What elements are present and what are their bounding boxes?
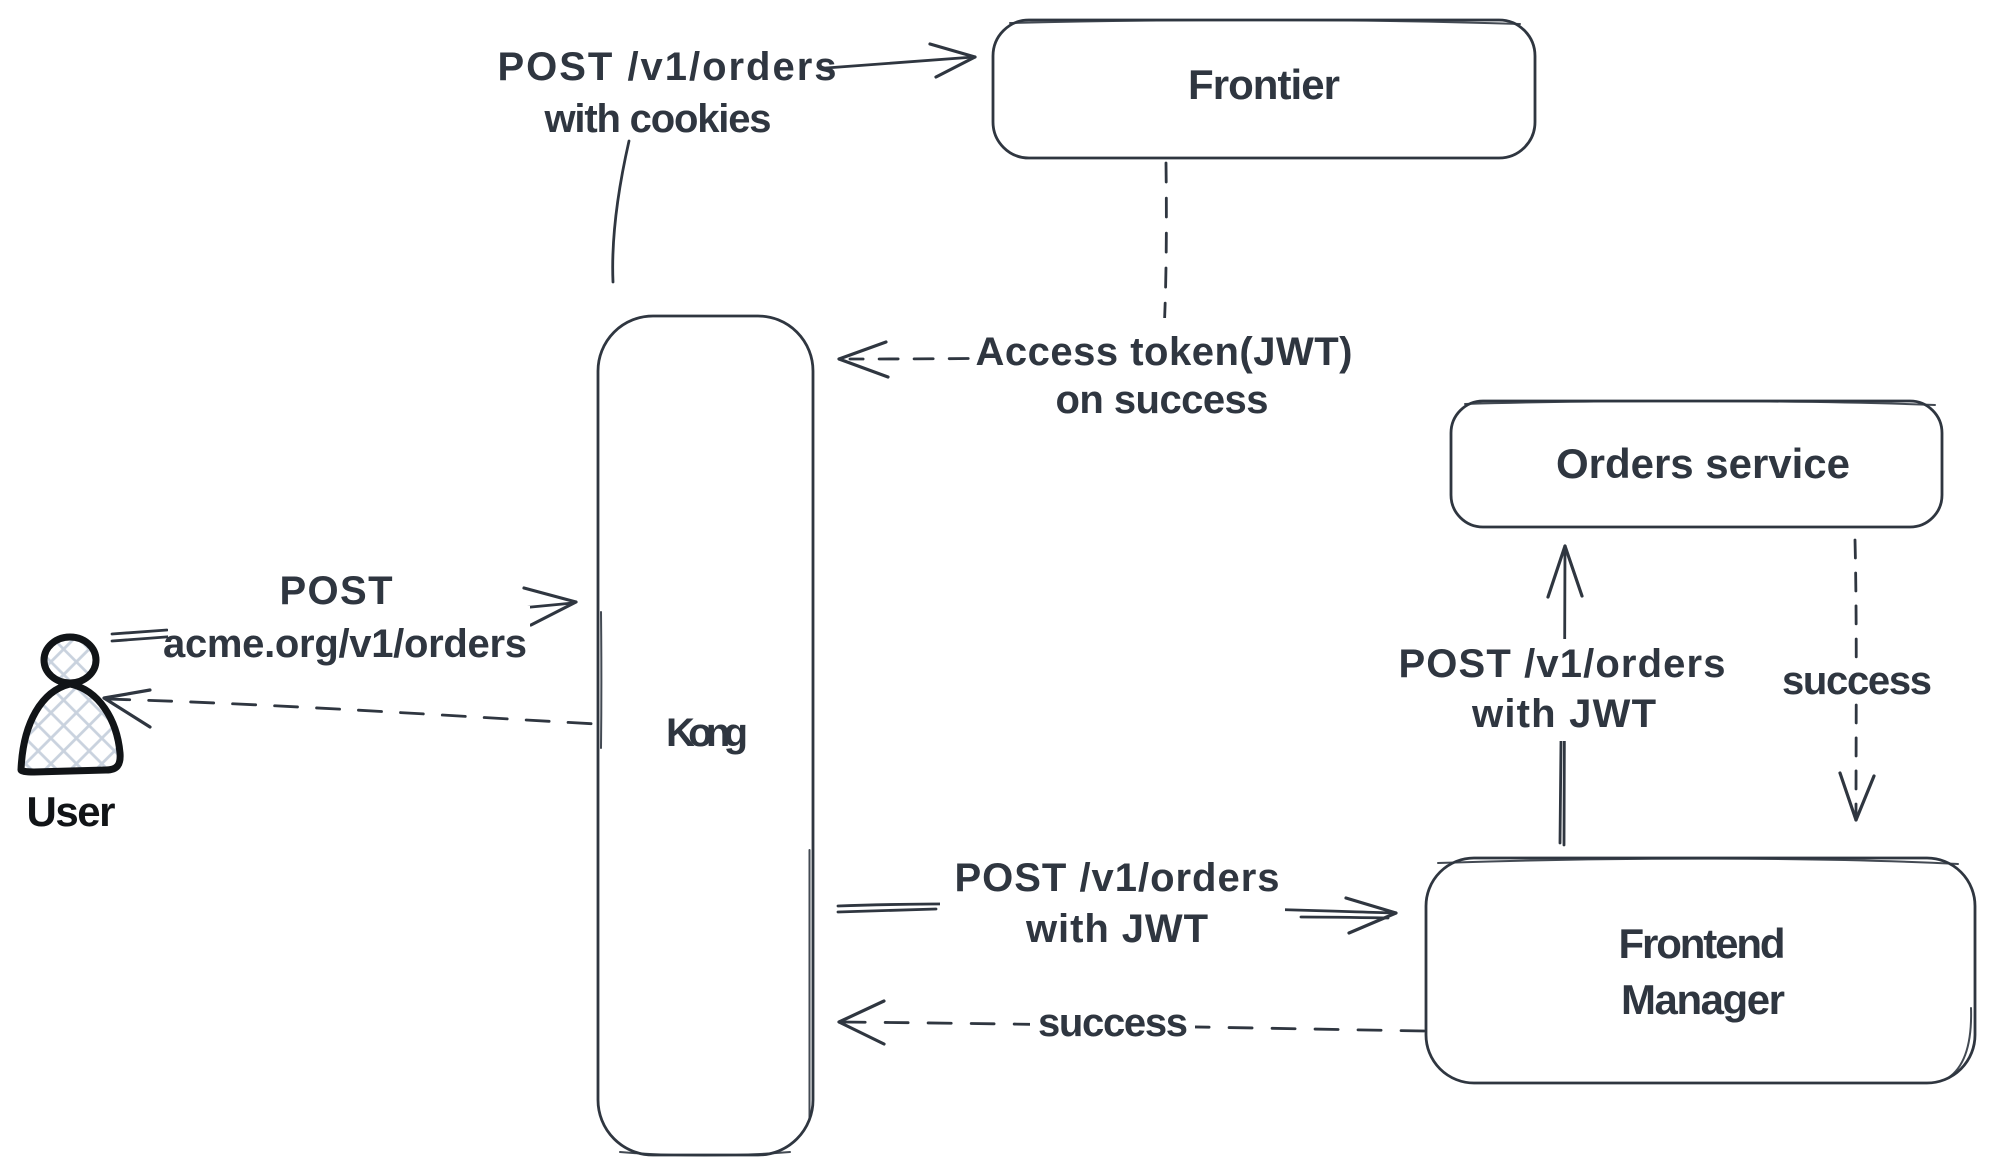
- svg-text:with JWT: with JWT: [1471, 692, 1656, 736]
- svg-text:POST /v1/orders: POST /v1/orders: [498, 45, 837, 89]
- svg-text:success: success: [1038, 1001, 1188, 1045]
- svg-text:Frontier: Frontier: [1188, 61, 1340, 108]
- svg-text:Orders service: Orders service: [1556, 440, 1850, 487]
- svg-text:Access token(JWT): Access token(JWT): [976, 330, 1353, 374]
- svg-text:with JWT: with JWT: [1025, 907, 1208, 951]
- svg-text:acme.org/v1/orders: acme.org/v1/orders: [163, 622, 527, 666]
- svg-text:on success: on success: [1056, 378, 1269, 422]
- svg-text:Frontend: Frontend: [1619, 920, 1786, 967]
- svg-text:with cookies: with cookies: [544, 97, 772, 141]
- svg-text:POST: POST: [280, 569, 393, 613]
- svg-text:POST /v1/orders: POST /v1/orders: [1399, 642, 1726, 686]
- svg-text:POST /v1/orders: POST /v1/orders: [955, 856, 1280, 900]
- svg-text:Manager: Manager: [1621, 976, 1785, 1023]
- svg-text:success: success: [1782, 659, 1932, 703]
- svg-text:Kong: Kong: [666, 711, 748, 755]
- svg-text:User: User: [27, 788, 116, 835]
